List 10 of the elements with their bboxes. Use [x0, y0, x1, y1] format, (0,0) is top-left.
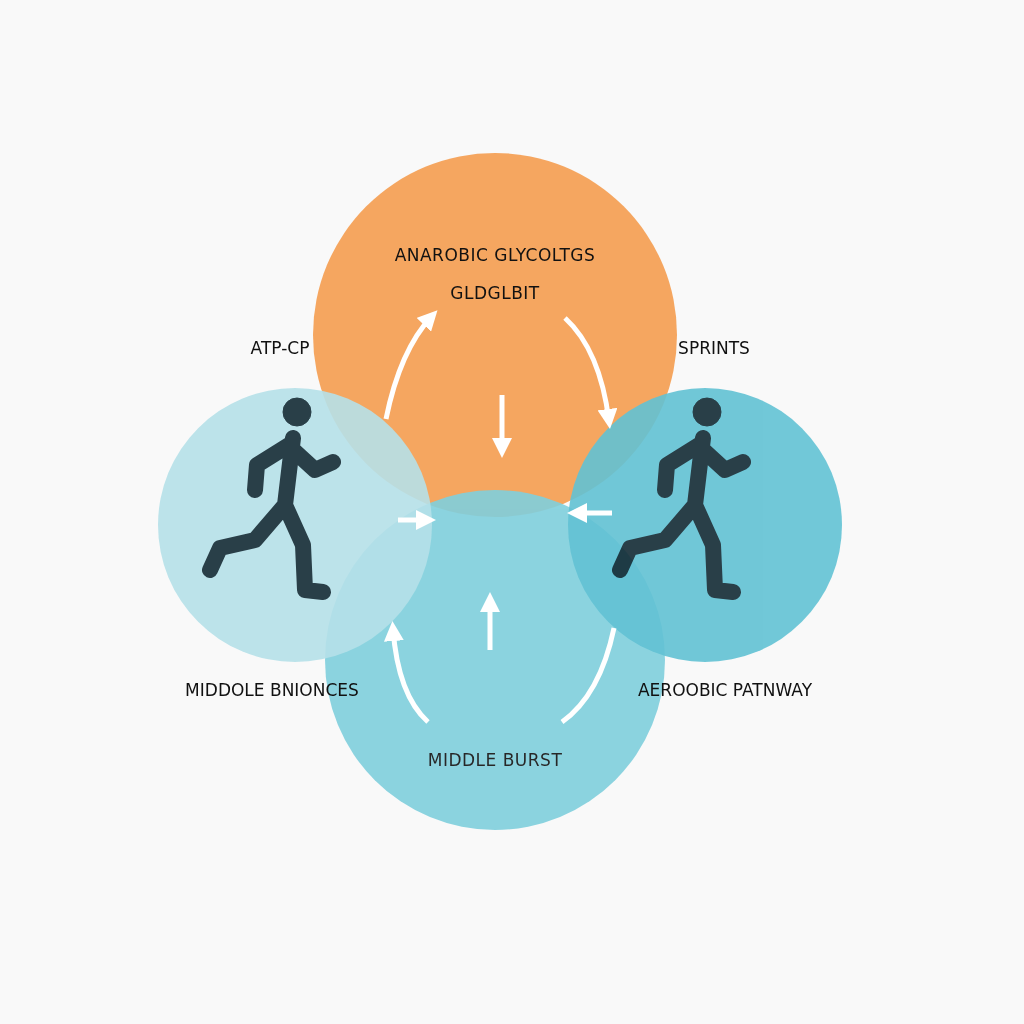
arrow [563, 316, 618, 429]
outside-label: ATP-CP [250, 338, 310, 358]
region-title: MIDDLE BURST [427, 750, 563, 770]
region-title: ANAROBIC GLYCOLTGS [394, 245, 596, 265]
arrow [383, 310, 438, 420]
arrow [384, 621, 430, 724]
outside-label: SPRINTS [678, 338, 750, 358]
outside-label: MIDDOLE BNIONCES [185, 680, 359, 700]
region-title: GLDGLBIT [450, 283, 540, 303]
outside-label: AEROOBIC PATNWAY [638, 680, 812, 700]
